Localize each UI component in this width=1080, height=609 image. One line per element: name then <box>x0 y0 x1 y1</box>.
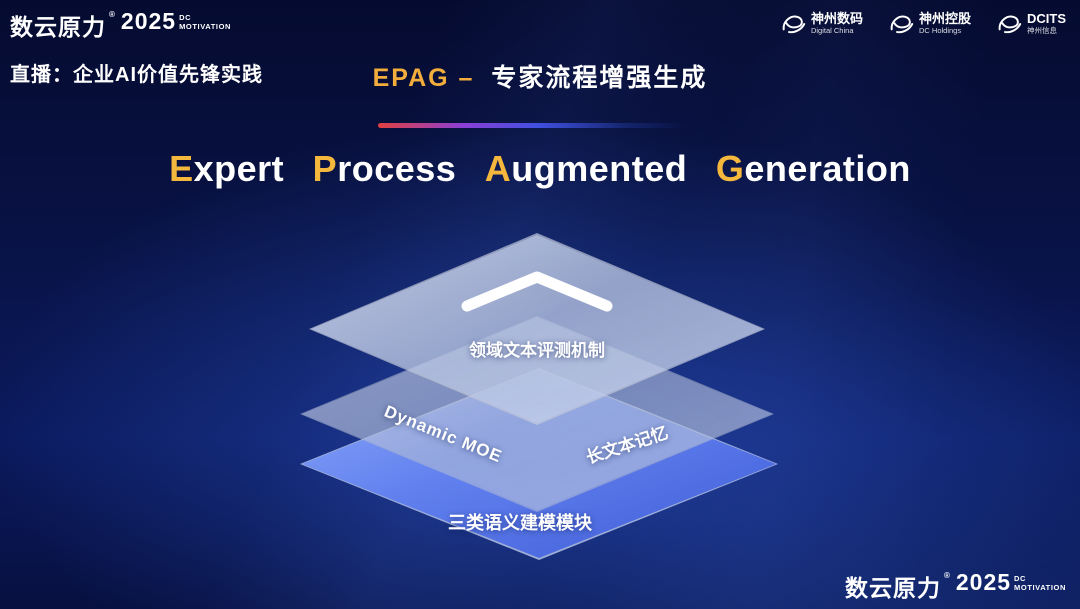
chevron-up-icon <box>457 268 617 319</box>
brand-tagline: DC MOTIVATION <box>1014 574 1066 592</box>
partner-name: 神州控股 <box>918 11 971 26</box>
title-underline-gradient <box>378 123 686 128</box>
partner-name: DCITS <box>1027 11 1066 26</box>
brand-year: 2025 <box>120 8 177 34</box>
title-word-rest: eneration <box>744 148 911 189</box>
brand-year: 2025 <box>955 569 1012 595</box>
brand-tagline-line1: DC <box>1014 574 1027 583</box>
title-word-rest: xpert <box>193 148 285 189</box>
title-word-rest: rocess <box>337 148 457 189</box>
partner-logos: 神州数码 Digital China 神州控股 DC Holdings <box>781 11 1066 35</box>
page-title: Expert Process Augmented Generation <box>0 148 1080 190</box>
brand-logo-bottom-right: 数云原力® 2025 DC MOTIVATION <box>845 569 1066 603</box>
brand-tagline-line2: MOTIVATION <box>179 22 232 31</box>
slide-title-zh: 专家流程增强生成 <box>491 64 708 92</box>
brand-tagline-line1: DC <box>179 13 192 22</box>
brand-name: 数云原力 <box>844 575 941 601</box>
partner-logo-dcits: DCITS 神州信息 <box>997 11 1066 35</box>
title-word-initial: E <box>169 148 194 189</box>
slide-title: EPAG – 专家流程增强生成 <box>0 58 1080 94</box>
title-word-initial: A <box>484 148 512 189</box>
partner-name: 神州数码 <box>810 11 863 26</box>
partner-logo-dc-holdings: 神州控股 DC Holdings <box>889 11 971 35</box>
brand-name: 数云原力 <box>10 14 106 40</box>
live-caption: 直播：企业AI价值先锋实践 <box>10 64 263 86</box>
dc-holdings-swoosh-icon <box>889 13 914 35</box>
top-layer-label: 领域文本评测机制 <box>469 341 605 360</box>
title-word-rest: ugmented <box>511 148 688 189</box>
digital-china-swoosh-icon <box>781 13 806 35</box>
dcits-swoosh-icon <box>997 13 1022 35</box>
partner-subtitle: Digital China <box>810 25 854 35</box>
brand-logo-top-left: 数云原力® 2025 DC MOTIVATION <box>10 8 231 42</box>
partner-subtitle: DC Holdings <box>918 25 962 35</box>
partner-subtitle: 神州信息 <box>1027 25 1057 35</box>
slide-title-separator: – <box>458 64 475 92</box>
title-word-generation: Generation <box>716 148 911 189</box>
slide-title-en: EPAG <box>372 64 450 92</box>
title-word-expert: Expert <box>169 148 284 189</box>
bottom-layer-label: 三类语义建模模块 <box>448 513 592 533</box>
partner-logo-digital-china: 神州数码 Digital China <box>781 11 863 35</box>
title-word-process: Process <box>313 148 457 189</box>
title-word-initial: P <box>312 148 338 189</box>
registered-mark: ® <box>109 10 115 19</box>
brand-tagline-line2: MOTIVATION <box>1014 583 1066 592</box>
brand-tagline: DC MOTIVATION <box>179 13 231 31</box>
registered-mark: ® <box>943 571 950 580</box>
title-word-initial: G <box>715 148 745 189</box>
title-word-augmented: Augmented <box>485 148 688 189</box>
